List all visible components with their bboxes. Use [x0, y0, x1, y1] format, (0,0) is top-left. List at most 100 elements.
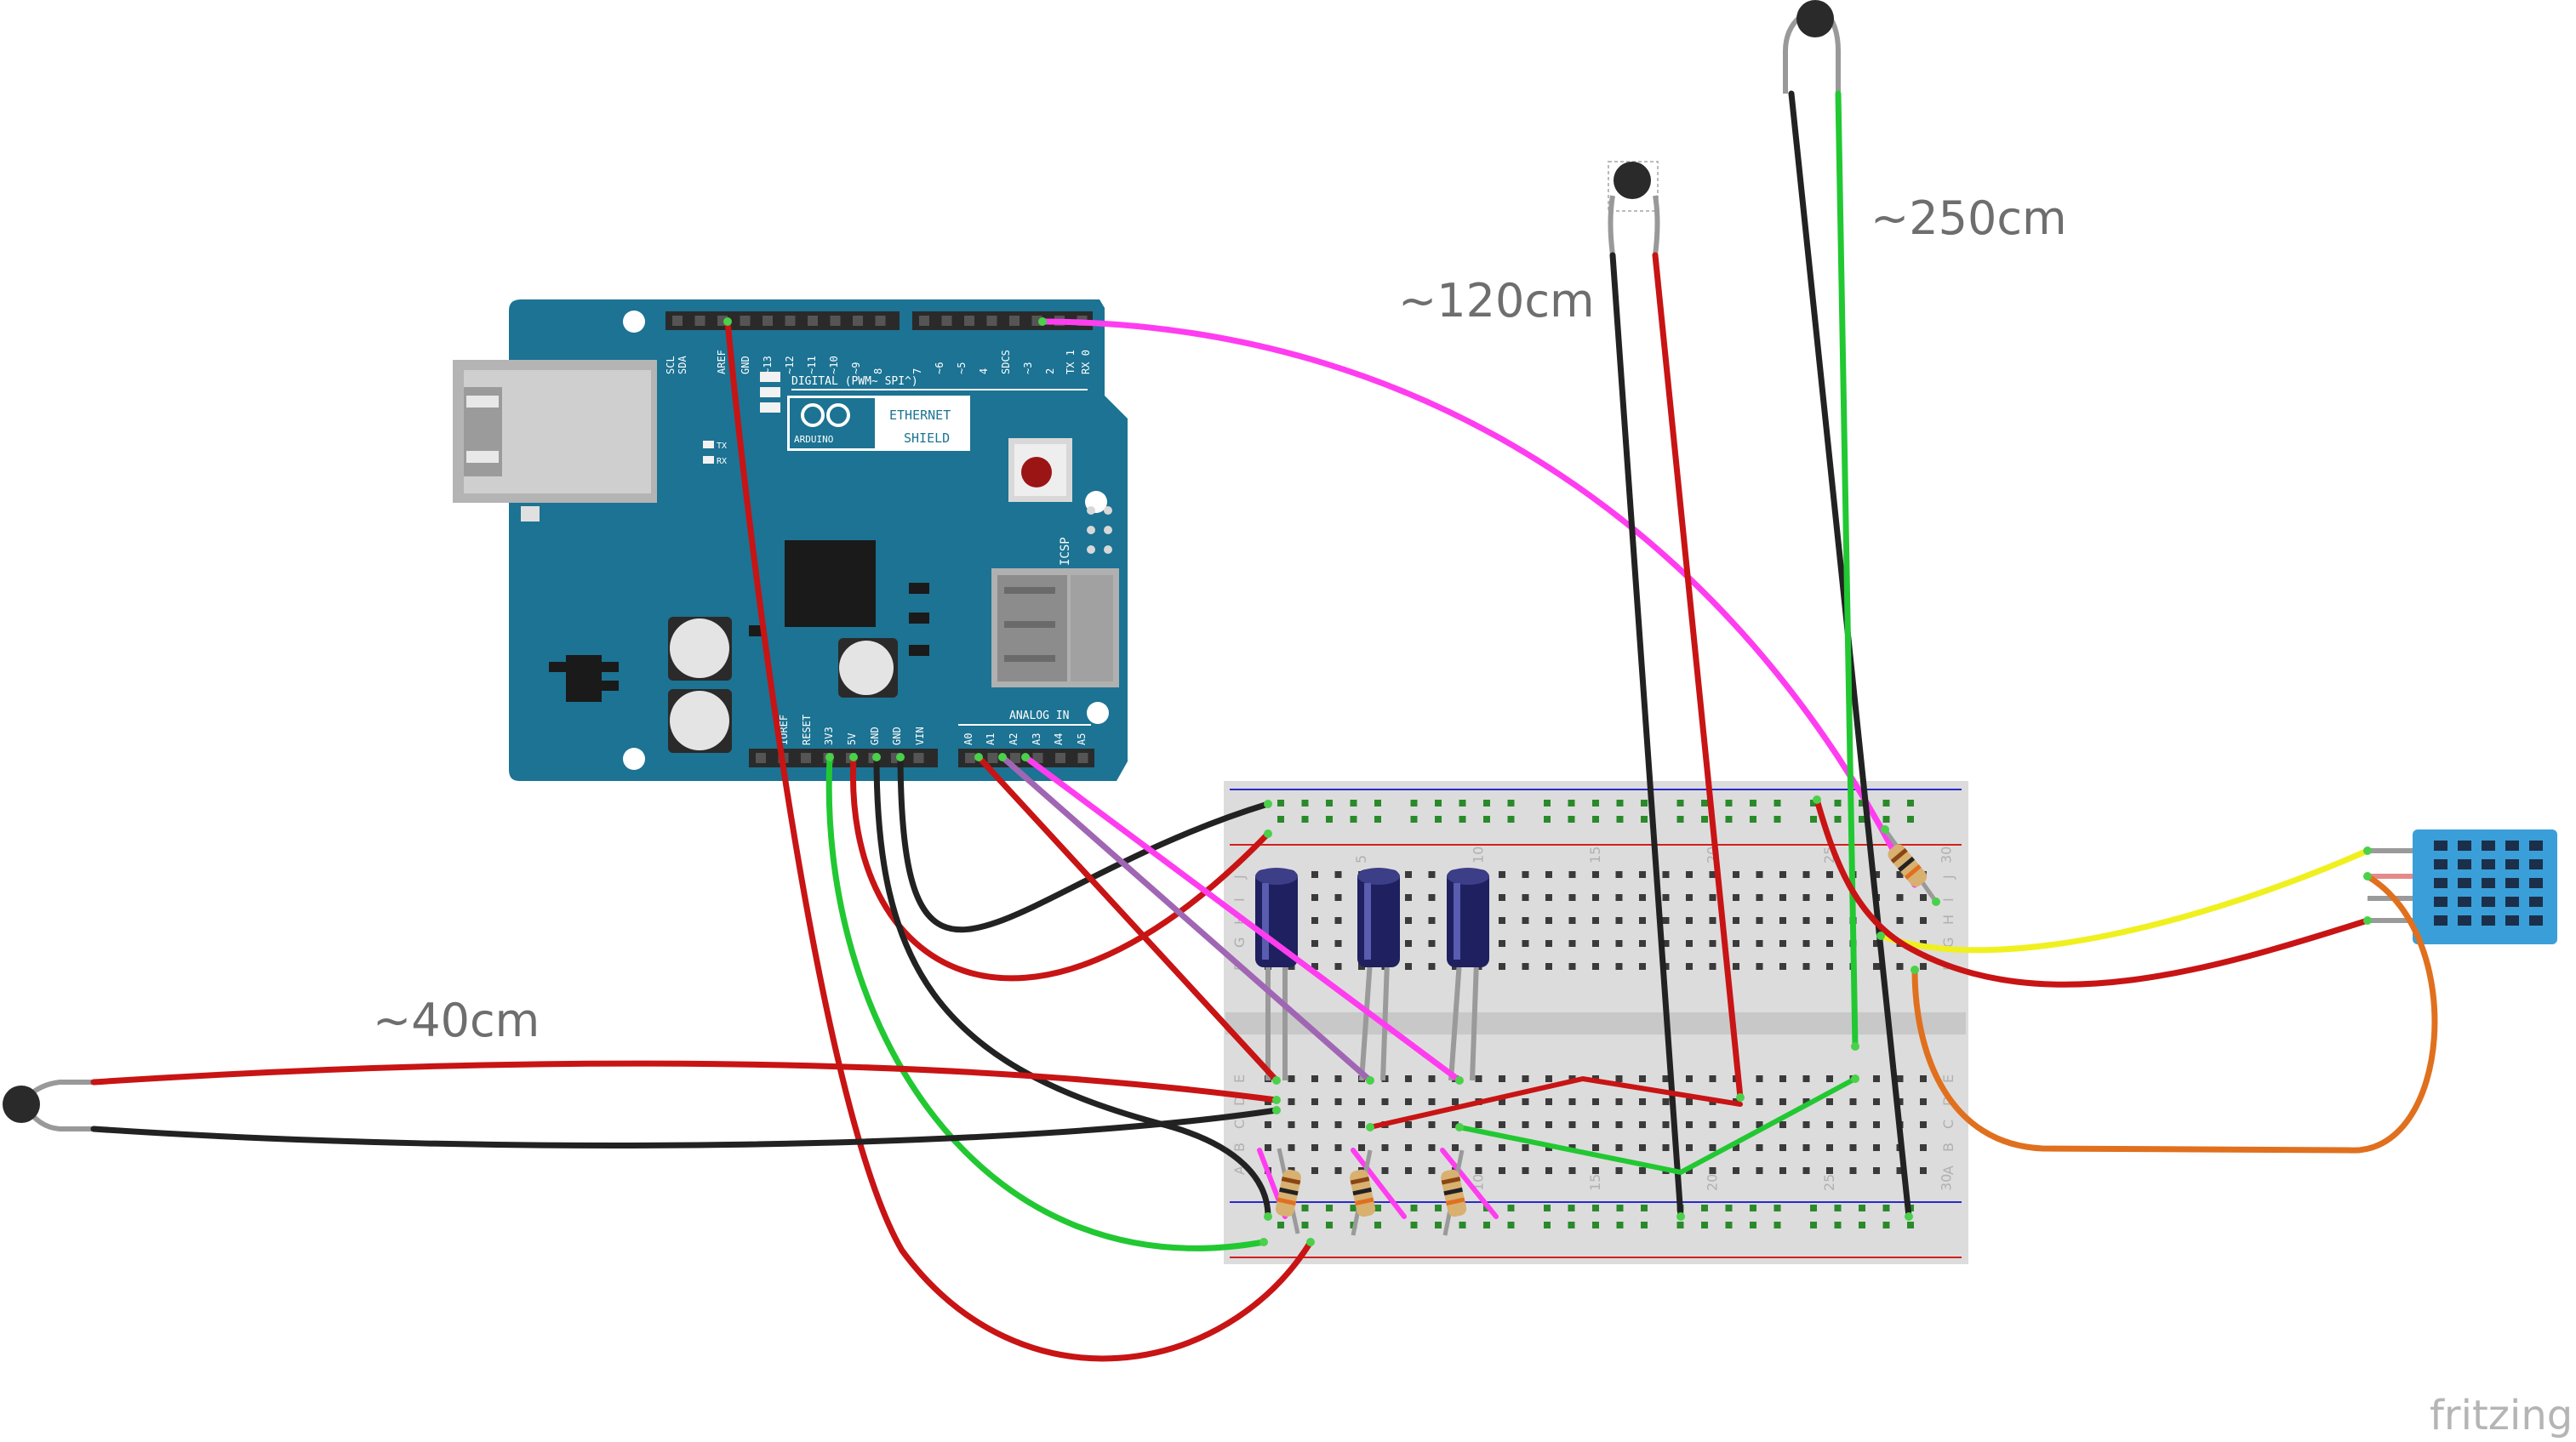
- row-letter: C: [1940, 1120, 1956, 1129]
- grille-slot: [2505, 915, 2519, 926]
- grid-hole: [1475, 1121, 1482, 1128]
- rail-hole: [1277, 816, 1284, 823]
- rail-hole: [1773, 800, 1781, 806]
- row-letter: J: [1231, 875, 1248, 880]
- pin-hole: [941, 316, 952, 326]
- wire-end: [2363, 846, 2372, 855]
- grid-hole: [1592, 894, 1599, 901]
- rail-hole: [1859, 816, 1865, 823]
- column-number: 15: [1587, 846, 1603, 863]
- grid-hole: [1592, 940, 1599, 947]
- grid-hole: [1615, 1167, 1623, 1174]
- grid-hole: [1826, 917, 1833, 924]
- grid-hole: [1334, 1167, 1342, 1174]
- grid-hole: [1615, 894, 1623, 901]
- grille-slot: [2434, 897, 2447, 907]
- grid-hole: [1709, 940, 1716, 947]
- grid-hole: [1733, 871, 1739, 878]
- grid-hole: [1288, 1144, 1295, 1151]
- top-pin-label: ~13: [762, 356, 774, 374]
- rail-hole: [1725, 816, 1733, 823]
- grid-hole: [1756, 1098, 1763, 1105]
- wire-black-thermistor-40: [90, 1107, 1280, 1148]
- wire-black-thermistor-120: [1609, 252, 1684, 1220]
- grid-hole: [1288, 1075, 1295, 1082]
- grid-hole: [1592, 871, 1599, 878]
- grid-hole: [1779, 871, 1786, 878]
- grid-hole: [1615, 1121, 1623, 1128]
- wire-end: [1851, 1042, 1859, 1051]
- digital-label: DIGITAL (PWM~ SPI^): [791, 375, 918, 388]
- rail-hole: [1326, 816, 1333, 823]
- wire-end: [1455, 1076, 1464, 1085]
- wire-end: [1038, 317, 1047, 326]
- grid-hole: [1499, 1098, 1505, 1105]
- rail-hole: [1374, 1205, 1381, 1211]
- top-pin-label: 2: [1044, 368, 1056, 374]
- grid-hole: [1826, 963, 1833, 970]
- rail-hole: [1277, 800, 1284, 806]
- top-pin-label: ~5: [956, 362, 968, 374]
- top-pin-label: ~12: [784, 356, 796, 374]
- grid-hole: [1662, 1144, 1670, 1151]
- grille-slot: [2458, 915, 2471, 926]
- rail-hole: [1435, 1205, 1442, 1211]
- grid-hole: [1545, 1098, 1552, 1105]
- top-pin-label: ~3: [1022, 362, 1034, 374]
- grid-hole: [1428, 1121, 1436, 1128]
- top-pin-label: 8: [872, 368, 884, 374]
- grid-hole: [1639, 963, 1646, 970]
- rail-hole: [1750, 1222, 1756, 1228]
- arduino-brand: ARDUINO: [794, 434, 833, 445]
- grid-hole: [1334, 871, 1342, 878]
- grid-hole: [1873, 1098, 1880, 1105]
- rail-hole: [1301, 1205, 1309, 1211]
- rail-hole: [1568, 1205, 1575, 1211]
- capacitor-smd: [668, 617, 732, 681]
- grid-hole: [1568, 871, 1576, 878]
- header-pin-holes: [672, 316, 1088, 326]
- grid-hole: [1334, 1144, 1342, 1151]
- grid-hole: [1499, 1144, 1505, 1151]
- rail-hole: [1701, 1205, 1708, 1211]
- grid-hole: [1405, 894, 1412, 901]
- rail-hole: [1459, 1222, 1466, 1228]
- top-pin-label: ~11: [806, 356, 818, 374]
- wire-purple-a1: [999, 754, 1374, 1084]
- rail-hole: [1882, 1205, 1890, 1211]
- grid-hole: [1428, 940, 1436, 947]
- wire-end: [849, 753, 858, 761]
- wire-end: [998, 753, 1007, 761]
- grid-hole: [1475, 1144, 1482, 1151]
- grille-slot: [2529, 915, 2543, 926]
- rj45-jack: [453, 360, 657, 522]
- rail-hole: [1374, 800, 1381, 806]
- pin-hole: [830, 316, 841, 326]
- grid-hole: [1873, 1121, 1880, 1128]
- grid-hole: [1381, 1167, 1389, 1174]
- grid-hole: [1873, 1075, 1880, 1082]
- pin-hole: [672, 316, 683, 326]
- grille-slot: [2505, 859, 2519, 869]
- grid-hole: [1920, 963, 1927, 970]
- rail-hole: [1592, 1205, 1599, 1211]
- column-number: 15: [1587, 1174, 1603, 1191]
- rail-hole: [1592, 1222, 1599, 1228]
- grid-hole: [1358, 963, 1365, 970]
- grid-hole: [1499, 963, 1505, 970]
- rail-hole: [1859, 1205, 1865, 1211]
- wire-end: [974, 753, 983, 761]
- grid-hole: [1334, 940, 1342, 947]
- grid-hole: [1405, 1167, 1412, 1174]
- grid-hole: [1265, 1121, 1271, 1128]
- grid-hole: [1311, 1075, 1318, 1082]
- rail-hole: [1725, 800, 1733, 806]
- grille-slot: [2482, 841, 2495, 851]
- pin-hole: [1055, 753, 1065, 763]
- wire-end: [2363, 872, 2372, 881]
- rail-hole: [1676, 816, 1684, 823]
- grid-hole: [1358, 1098, 1365, 1105]
- rx-led-label: RX: [717, 457, 727, 466]
- row-letter: B: [1231, 1143, 1248, 1152]
